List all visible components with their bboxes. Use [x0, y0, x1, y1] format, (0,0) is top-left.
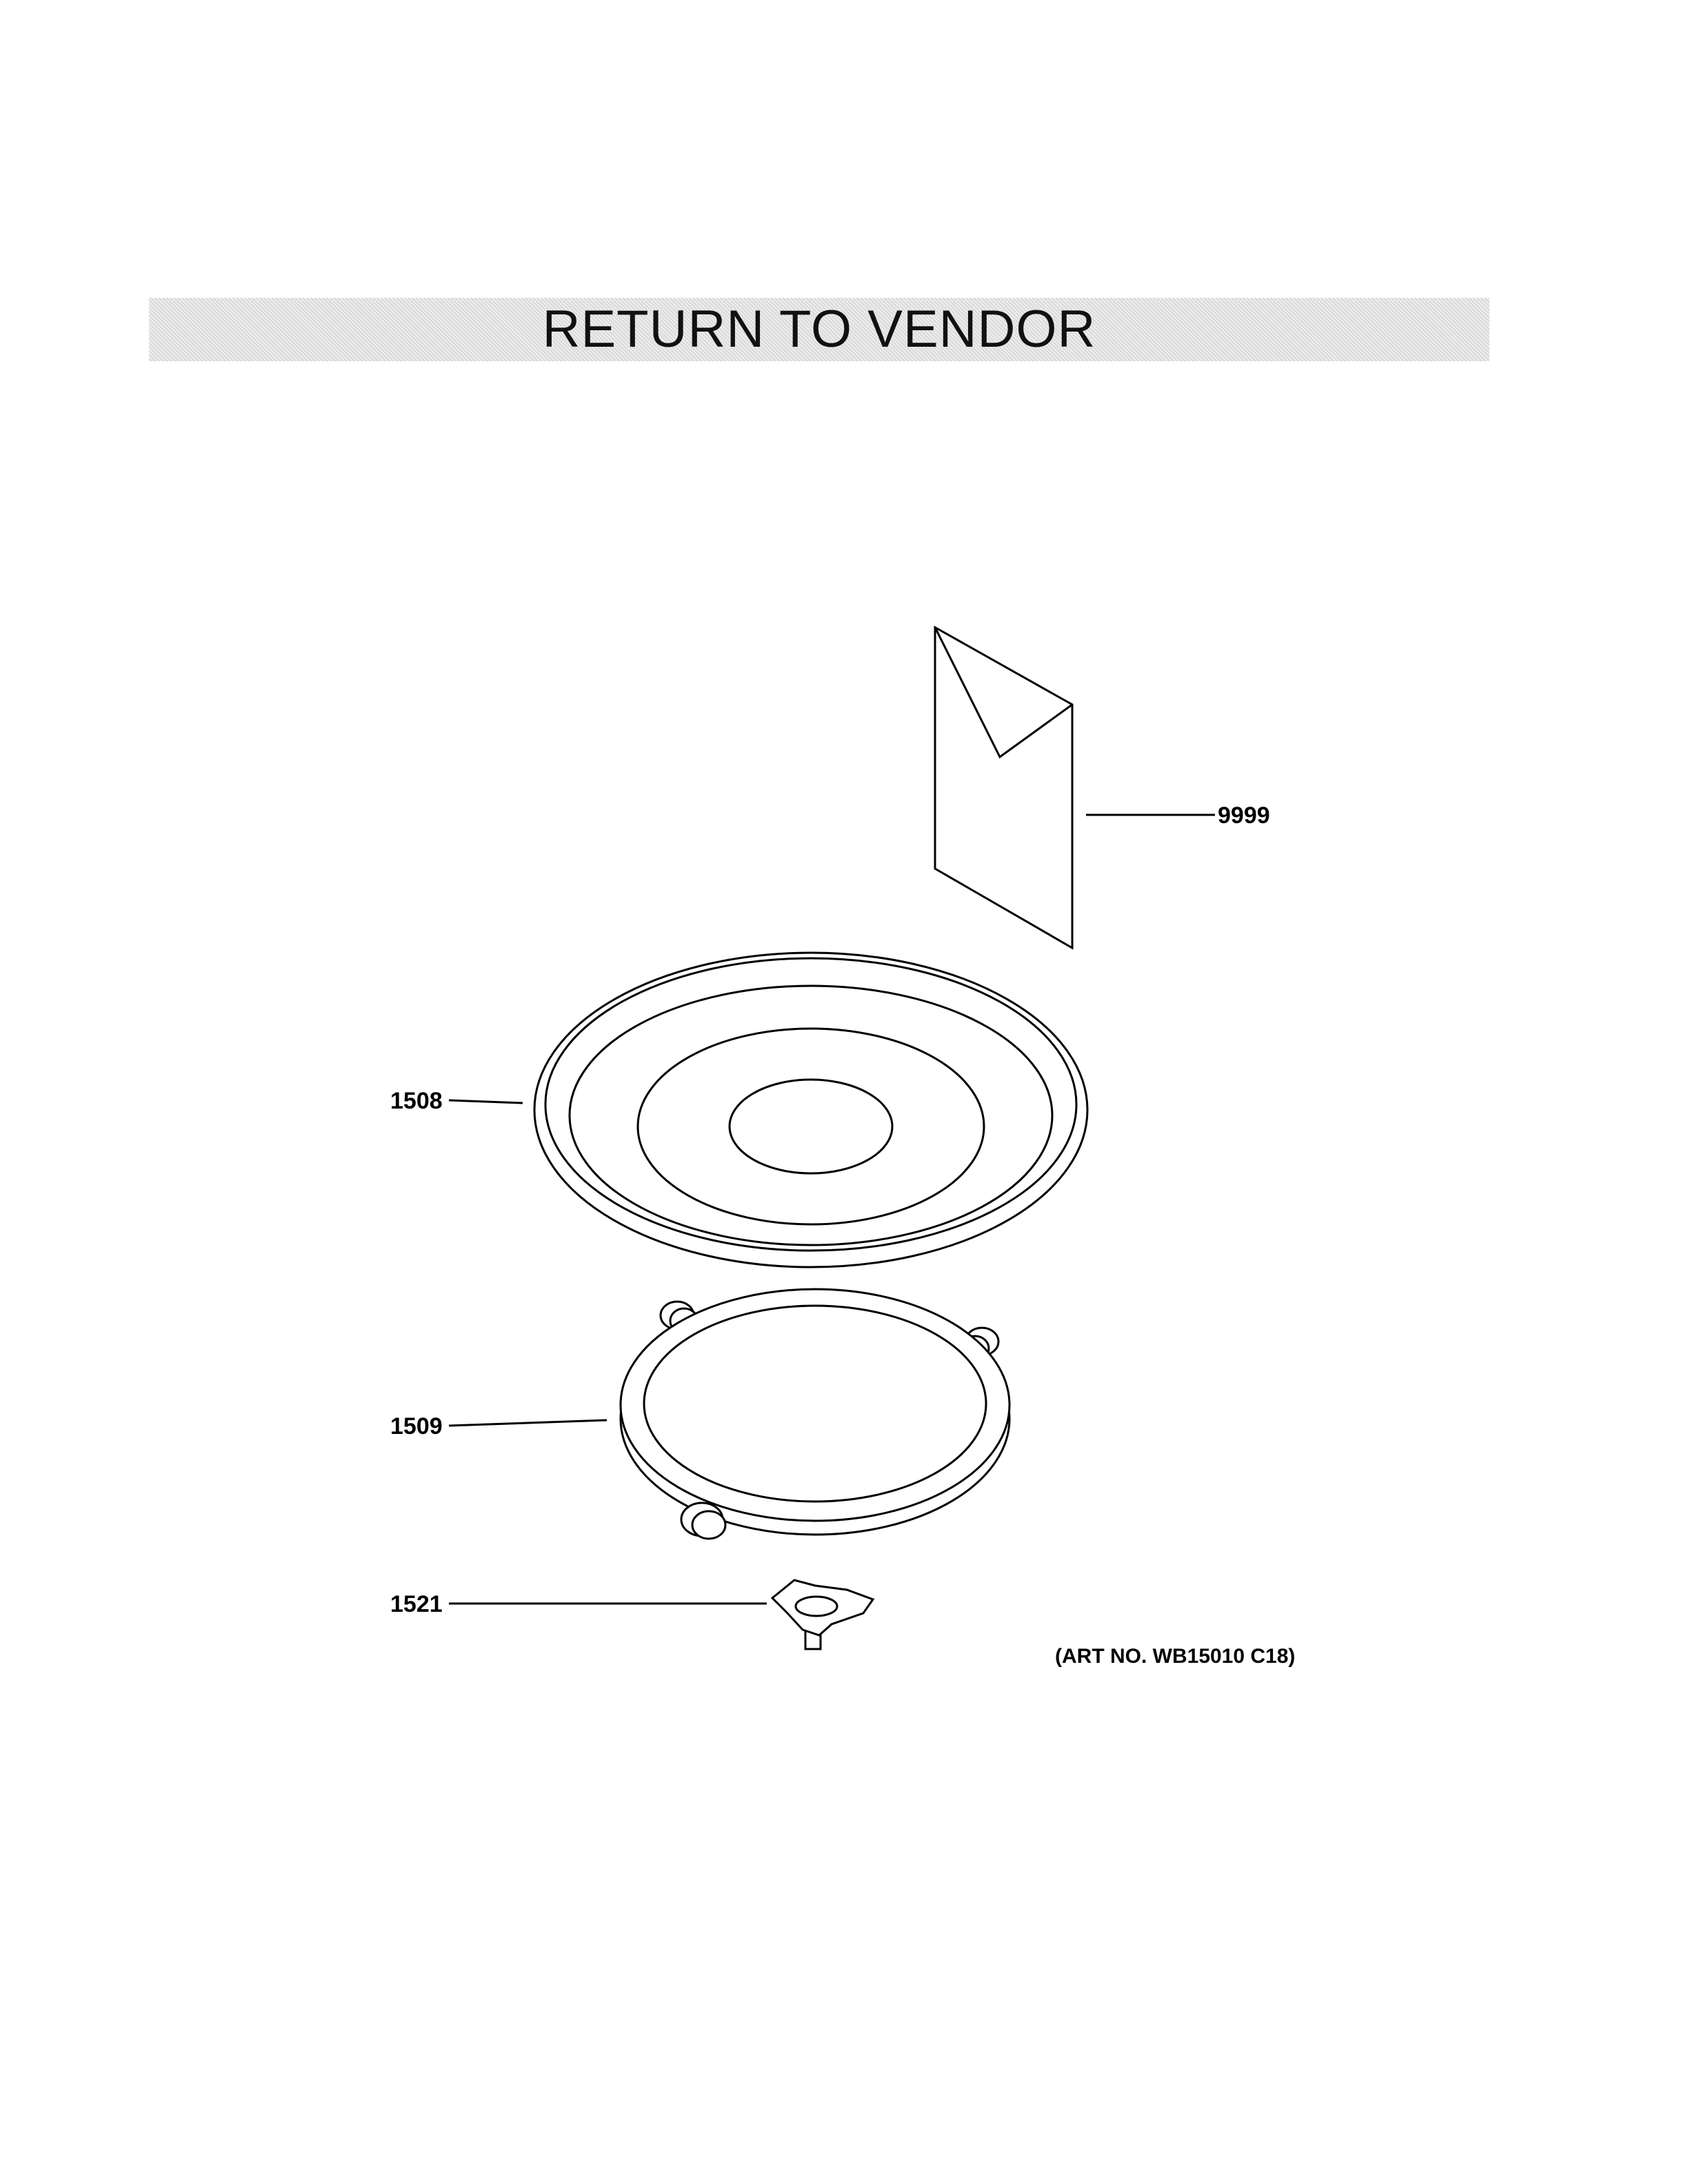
turntable-tray-icon[interactable] — [533, 951, 1089, 1268]
leader-line-1508 — [448, 1099, 523, 1104]
part-label-1521: 1521 — [390, 1591, 443, 1617]
header-banner: RETURN TO VENDOR — [149, 298, 1489, 361]
coupler-icon[interactable] — [770, 1579, 875, 1650]
part-label-1508: 1508 — [390, 1088, 443, 1114]
leader-line-1509 — [448, 1419, 607, 1427]
part-label-9999: 9999 — [1218, 802, 1270, 829]
envelope-icon[interactable] — [934, 625, 1074, 950]
part-label-1509: 1509 — [390, 1413, 443, 1439]
art-number: (ART NO. WB15010 C18) — [1055, 1645, 1296, 1668]
roller-ring-icon[interactable] — [619, 1288, 1011, 1540]
roller-wheel-front — [680, 1502, 727, 1540]
page-title: RETURN TO VENDOR — [542, 300, 1096, 358]
